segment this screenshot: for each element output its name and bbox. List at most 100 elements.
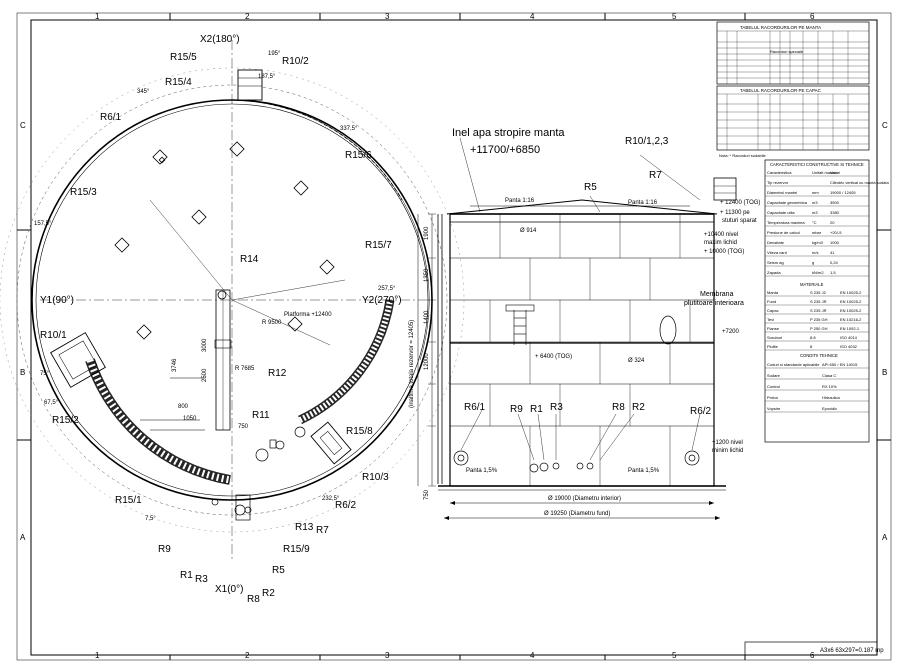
mat-cell: EN 10025-2 xyxy=(840,308,862,313)
outer-border xyxy=(16,12,892,661)
row-c-right: C xyxy=(882,121,888,130)
t1-title: TABELUL RACORDURILOR PE MANTA xyxy=(740,25,821,30)
dim-1050: 1050 xyxy=(183,416,197,422)
t5-title: CONDITII TEHNICE xyxy=(800,353,838,358)
char-cell: Valori xyxy=(830,170,840,175)
dim-nivel-max-2: maxim lichid xyxy=(704,240,737,246)
char-cell: m3 xyxy=(812,200,818,205)
dim-a187: 187,5° xyxy=(258,74,276,80)
dim-panta1: Panta 1:16 xyxy=(505,198,535,204)
roof-manholes xyxy=(114,141,335,340)
dim-a67: 67,5° xyxy=(44,400,59,406)
char-cell: Capacitate utila xyxy=(767,210,795,215)
dim-a195: 195° xyxy=(268,51,281,57)
mat-cell: 8 xyxy=(810,344,813,349)
internal-ladder xyxy=(505,304,535,345)
mat-cell: Piulite xyxy=(767,344,779,349)
label-r10-3: R10/3 xyxy=(362,472,389,483)
dim-a232: 232,5° xyxy=(322,496,340,502)
elevation-labels: Inel apa stropire manta +11700/+6850 R10… xyxy=(452,127,744,417)
label-r12: R12 xyxy=(268,368,287,379)
dim-nivel-tog: + 10000 (TOG) xyxy=(704,249,744,255)
elev-r6-1: R6/1 xyxy=(464,402,486,413)
char-cell: 1,5 xyxy=(830,270,836,275)
dim-2500: 2500 xyxy=(202,368,208,382)
label-r15-5: R15/5 xyxy=(170,52,197,63)
label-r7: R7 xyxy=(316,525,329,536)
title-block: A3x6 63x297=0.187 mp xyxy=(744,641,884,656)
dim-nivel-min-2: minim lichid xyxy=(712,448,743,454)
cond-cell: Coduri si standarde aplicabile xyxy=(767,362,820,367)
row-markers: C B A C B A xyxy=(17,121,891,542)
dim-d324: Ø 324 xyxy=(628,358,645,364)
mat-cell: S 235 JR xyxy=(810,299,827,304)
dim-3000: 3000 xyxy=(202,338,208,352)
plan-labels: X2(180°) R10/2 R15/5 R15/4 R6/1 R15/6 R1… xyxy=(40,34,402,605)
drawing-frame xyxy=(30,19,878,656)
cond-cell: Proba xyxy=(767,395,778,400)
char-cell: Temperatura maxima xyxy=(767,220,805,225)
label-r15-4: R15/4 xyxy=(165,77,192,88)
cond-cell: Control xyxy=(767,384,780,389)
char-cell: 0,24 xyxy=(830,260,839,265)
mat-cell: 8.8 xyxy=(810,335,816,340)
elev-r2: R2 xyxy=(632,402,645,413)
t1-sub: Racorduri speciale xyxy=(770,49,804,54)
elev-r7: R7 xyxy=(649,170,662,181)
dim-top: + 12400 (TOG) xyxy=(720,200,760,206)
label-r15-6: R15/6 xyxy=(345,150,372,161)
dim-a157: 157,5° xyxy=(34,221,52,227)
dim-r7685: R 7685 xyxy=(235,366,255,372)
dim-r9500: R 9500 xyxy=(262,320,282,326)
mat-cell: S 235 JR xyxy=(810,308,827,313)
dim-a75: 75° xyxy=(40,371,50,377)
char-cell: Presiune de calcul xyxy=(767,230,800,235)
mat-cell: Suruburi xyxy=(767,335,782,340)
char-cell: Tip rezervor xyxy=(767,180,789,185)
label-r11: R11 xyxy=(252,410,270,421)
char-cell: mm xyxy=(812,190,819,195)
char-cell: g xyxy=(812,260,814,265)
label-r3: R3 xyxy=(195,574,208,585)
label-r15-8: R15/8 xyxy=(346,426,373,437)
cond-cell: API 650 / EN 14015 xyxy=(822,362,858,367)
col-5: 5 xyxy=(672,12,677,21)
cond-cell: Hidraulica xyxy=(822,395,841,400)
label-r13: R13 xyxy=(295,522,314,533)
label-r6-1: R6/1 xyxy=(100,112,122,123)
col-1-bottom: 1 xyxy=(95,651,100,660)
label-r15-9: R15/9 xyxy=(283,544,310,555)
elevation-view xyxy=(417,137,737,520)
dim-3746: 3746 xyxy=(172,358,178,372)
dim-1350: 1350 xyxy=(424,268,430,282)
nozzle-r10-3 xyxy=(310,421,352,465)
nozzle-r7 xyxy=(713,177,737,201)
elevation-bottom-nozzles xyxy=(453,450,700,473)
elev-r6-2: R6/2 xyxy=(690,406,712,417)
label-x2: X2(180°) xyxy=(200,34,240,45)
label-y1: Y1(90°) xyxy=(40,295,74,306)
elev-r10: R10/1,2,3 xyxy=(625,136,669,147)
mat-cell: ISO 4032 xyxy=(840,344,858,349)
tank-shell-elevation xyxy=(449,213,715,487)
label-r6-2: R6/2 xyxy=(335,500,357,511)
char-cell: 20 xyxy=(830,220,835,225)
mat-cell: P 235 GH xyxy=(810,317,828,322)
dim-nivel-max: +10400 nivel xyxy=(704,232,738,238)
dim-panta-bot2: Panta 1,5% xyxy=(628,468,660,474)
row-c: C xyxy=(20,121,26,130)
t2-note: Nota: * Racorduri sudabile xyxy=(719,153,766,158)
dim-12000: 12000 xyxy=(424,353,430,370)
char-cell: Densitate xyxy=(767,240,785,245)
elevation-dims: Panta 1:16 Panta 1:16 + 12400 (TOG) + 11… xyxy=(409,198,760,517)
row-a-right: A xyxy=(882,533,888,542)
t2-title: TABELUL RACORDURILOR PE CAPAC xyxy=(740,88,822,93)
col-6-bottom: 6 xyxy=(810,651,815,660)
char-cell: Caracteristica xyxy=(767,170,792,175)
col-4: 4 xyxy=(530,12,535,21)
dim-diam-fund: Ø 19250 (Diametru fund) xyxy=(544,511,610,517)
char-cell: °C xyxy=(812,220,817,225)
elev-title-2: +11700/+6850 xyxy=(470,144,540,156)
dim-nivel-min: +1200 nivel xyxy=(712,440,743,446)
